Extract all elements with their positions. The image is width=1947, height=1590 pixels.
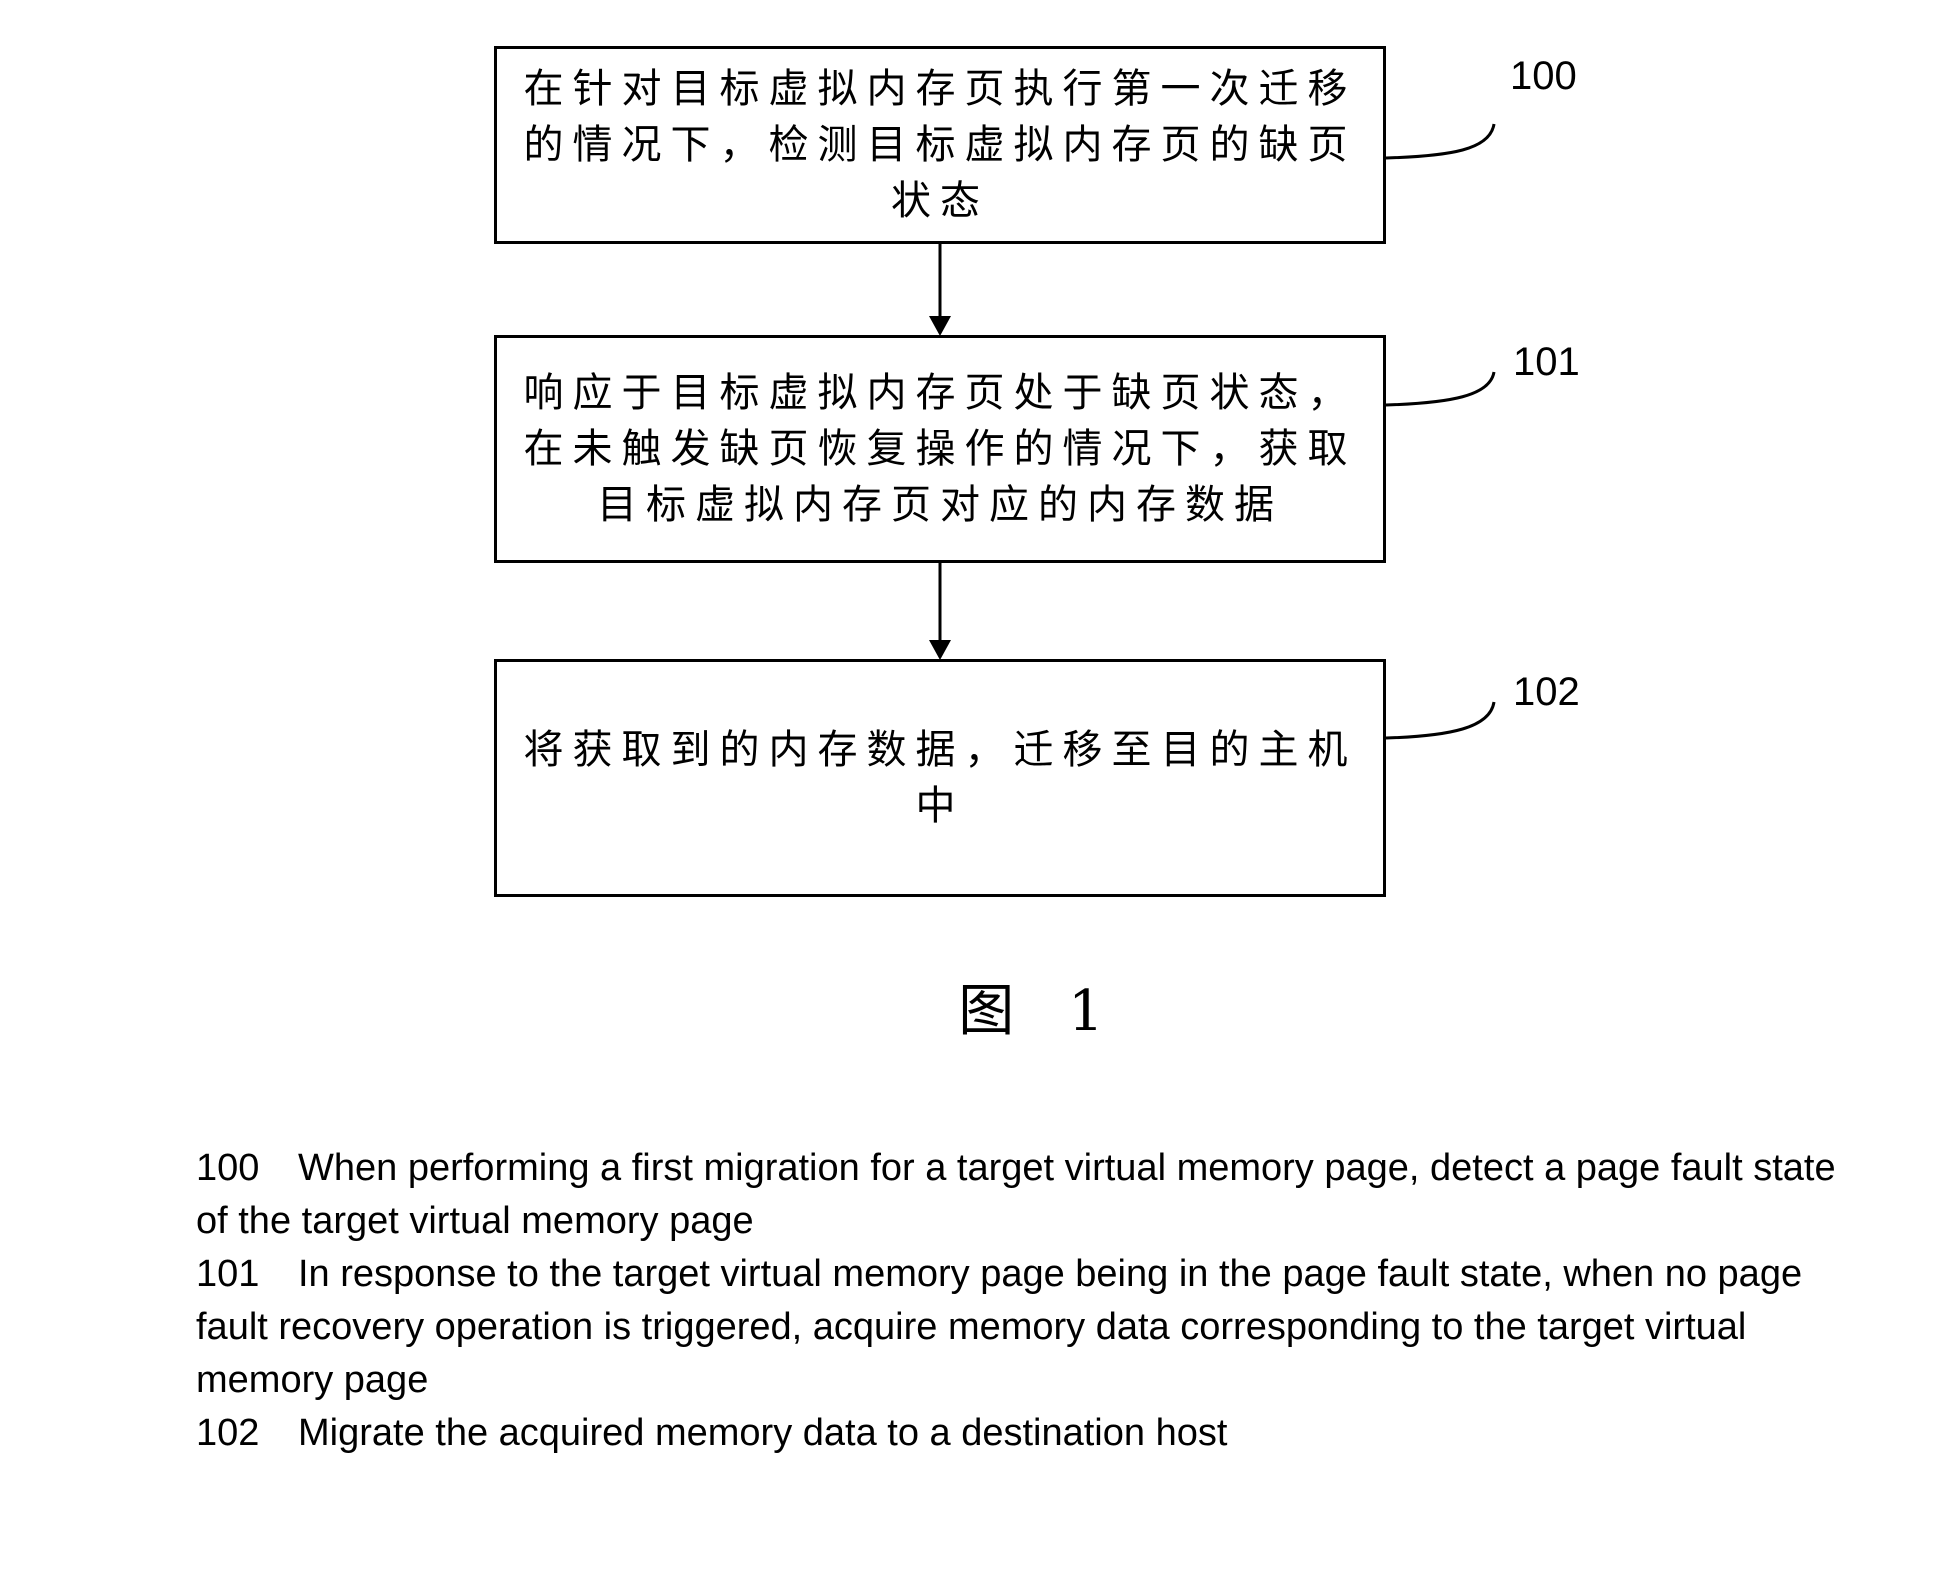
figure-caption: 图 1: [958, 979, 1122, 1044]
step-text-101: 响应于目标虚拟内存页处于缺页状态，在未触发缺页恢复操作的情况下，获取目标虚拟内存…: [523, 370, 1357, 528]
step-ref-102: 102: [1513, 670, 1580, 714]
legend-text: When performing a first migration for a …: [196, 1147, 1836, 1242]
step-box-102: 将获取到的内存数据，迁移至目的主机中: [494, 659, 1386, 897]
leader-line-100: [1385, 123, 1496, 160]
step-text-100: 在针对目标虚拟内存页执行第一次迁移的情况下，检测目标虚拟内存页的缺页状态: [523, 66, 1357, 224]
legend-num: 101: [196, 1253, 260, 1295]
leader-line-102: [1385, 701, 1496, 740]
step-ref-100: 100: [1510, 54, 1577, 98]
step-text-102: 将获取到的内存数据，迁移至目的主机中: [523, 727, 1357, 829]
step-ref-101: 101: [1513, 340, 1580, 384]
arrowhead-100-to-101: [929, 316, 951, 336]
arrowhead-101-to-102: [929, 640, 951, 660]
legend-num: 102: [196, 1412, 260, 1454]
step-box-100: 在针对目标虚拟内存页执行第一次迁移的情况下，检测目标虚拟内存页的缺页状态: [494, 46, 1386, 244]
step-box-101: 响应于目标虚拟内存页处于缺页状态，在未触发缺页恢复操作的情况下，获取目标虚拟内存…: [494, 335, 1386, 563]
legend-item-102: 102 Migrate the acquired memory data to a…: [196, 1407, 1876, 1460]
leader-line-101: [1385, 371, 1496, 407]
legend-num: 100: [196, 1147, 260, 1189]
legend-text: Migrate the acquired memory data to a de…: [298, 1412, 1228, 1454]
legend-text: In response to the target virtual memory…: [196, 1253, 1803, 1401]
